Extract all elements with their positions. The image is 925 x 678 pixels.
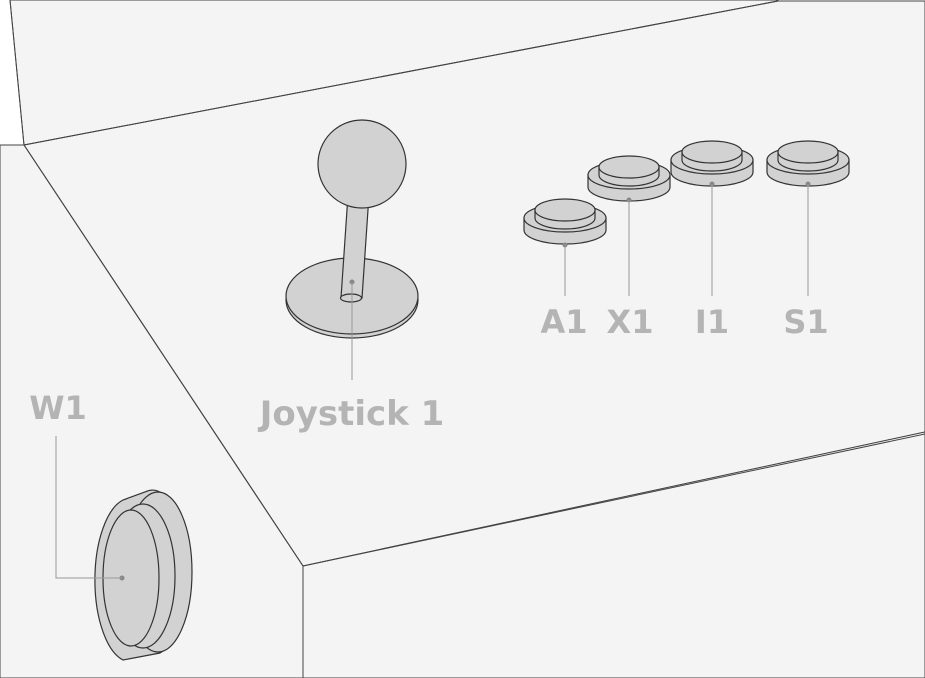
cabinet-edge-left [23,144,304,567]
cabinet-edge-back [9,0,25,146]
joystick-shaft-bottom [339,293,363,303]
label-w1: W1 [29,389,87,427]
leader-lines [55,184,809,579]
label-joystick: Joystick 1 [258,394,445,434]
button-a1 [523,198,607,248]
button-s1-cap-top [777,140,839,164]
button-w1 [94,489,193,661]
button-a1-cap-top [534,198,596,222]
button-x1 [587,155,671,203]
labels: Joystick 1 A1 X1 I1 S1 W1 [29,303,828,434]
label-i1: I1 [695,303,729,341]
button-s1 [766,140,850,187]
button-x1-cap-top [598,155,660,179]
cabinet-edge-top [23,0,779,146]
button-i1-cap-top [681,140,743,164]
label-a1: A1 [540,303,587,341]
leader-w1 [55,436,122,579]
label-s1: S1 [783,303,828,341]
label-x1: X1 [607,303,654,341]
cabinet-edge-front [302,433,925,567]
button-i1 [670,140,754,187]
joystick-ball-top [317,119,407,209]
